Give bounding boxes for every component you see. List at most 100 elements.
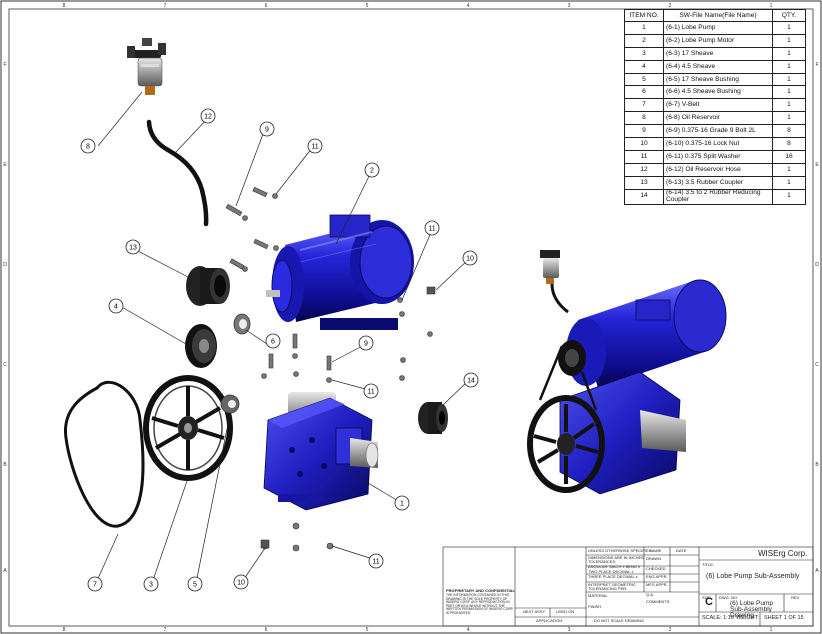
zone-number: 8	[63, 627, 66, 633]
callout-balloon-label: 8	[86, 144, 90, 151]
bom-file-name: (6-9) 0.375-16 Grade 9 Bolt 2L	[663, 124, 773, 139]
zone-letter: F	[3, 62, 6, 68]
bom-qty: 1	[772, 175, 806, 190]
callout-balloon-label: 5	[193, 582, 197, 589]
oil-reservoir	[127, 38, 166, 95]
zone-number: 3	[568, 627, 571, 633]
bom-item-no: 5	[624, 72, 664, 87]
callout-balloon: 10	[233, 574, 249, 590]
large-sheave	[143, 375, 233, 481]
tb-mfg-appr: MFG APPR.	[646, 582, 668, 587]
callout-balloon-label: 11	[428, 226, 435, 233]
tb-checked: CHECKED	[646, 566, 666, 571]
bom-header-name: SW-File Name(File Name)	[663, 9, 773, 22]
tb-used-on: USED ON	[556, 609, 575, 614]
bom-file-name: (6-8) Oil Reservoir	[663, 111, 773, 126]
zone-number: 5	[366, 3, 369, 9]
callout-balloon-label: 1	[400, 501, 404, 508]
bom-file-name: (6-10) 0.375-16 Lock Nut	[663, 137, 773, 151]
bom-file-name: (6-4) 4.5 Sheave	[663, 59, 773, 74]
bom-item-no: 11	[624, 149, 664, 164]
callout-balloon: 10	[462, 250, 478, 266]
bom-item-no: 9	[624, 124, 664, 139]
tb-size: C	[705, 596, 713, 608]
bom-item-no: 1	[624, 21, 664, 35]
tb-scale: SCALE: 1:10	[702, 615, 734, 621]
bom-qty: 1	[772, 59, 806, 74]
callout-balloon: 11	[363, 383, 379, 399]
tb-eng-appr: ENG APPR.	[646, 574, 668, 579]
callout-balloon-label: 4	[114, 304, 118, 311]
callout-balloon-label: 6	[271, 339, 275, 346]
tb-weight: WEIGHT:	[736, 615, 759, 621]
bom-qty: 1	[772, 111, 806, 126]
rubber-coupler	[186, 266, 230, 306]
callout-balloon: 3	[143, 576, 159, 592]
tb-col-name: NAME	[650, 548, 662, 553]
v-belt	[64, 380, 145, 528]
tb-title: (6) Lobe Pump Sub-Assembly	[706, 573, 800, 580]
callout-balloon: 13	[125, 239, 141, 255]
bom-qty: 1	[772, 21, 806, 35]
zone-number: 4	[467, 3, 470, 9]
bom-qty: 8	[772, 137, 806, 151]
tb-qa: Q.A.	[646, 592, 655, 597]
tb-interpret: INTERPRET GEOMETRIC TOLERANCING PER:	[588, 582, 636, 592]
tb-unless: UNLESS OTHERWISE SPECIFIED:	[588, 548, 653, 553]
callout-balloon-label: 11	[311, 144, 318, 151]
bom-item-no: 10	[624, 137, 664, 151]
bom-file-name: (6-12) Oil Reservoir Hose	[663, 162, 773, 177]
callout-balloon-label: 11	[372, 559, 379, 566]
lobe-pump	[263, 392, 379, 511]
zone-letter: D	[3, 262, 7, 268]
zone-letter: B	[3, 462, 7, 468]
bom-item-no: 6	[624, 85, 664, 100]
callout-balloon-label: 3	[149, 582, 153, 589]
tb-two-place: TWO PLACE DECIMAL ±	[588, 569, 634, 574]
bom-file-name: (6-11) 0.375 Split Washer	[663, 149, 773, 164]
zone-number: 7	[164, 627, 167, 633]
callout-balloon-label: 10	[237, 580, 245, 587]
bom-row: 14(6-14) 3.5 to 2 Rubber Reducing Couple…	[624, 188, 806, 205]
callout-balloon-label: 9	[265, 127, 269, 134]
tb-dwg-label: DWG. NO.	[719, 595, 739, 600]
tb-three-place: THREE PLACE DECIMAL ±	[588, 574, 638, 579]
callout-balloon: 6	[265, 333, 281, 349]
callout-balloon: 8	[80, 138, 96, 154]
bom-item-no: 13	[624, 175, 664, 190]
zone-letter: E	[815, 162, 819, 168]
tb-proprietary-body: THE INFORMATION CONTAINED IN THIS DRAWIN…	[446, 593, 514, 615]
zone-number: 8	[63, 3, 66, 9]
tb-sheet: SHEET 1 OF 15	[764, 615, 804, 621]
tb-tol: TOLERANCES:	[588, 559, 617, 564]
bom-qty: 1	[772, 188, 806, 205]
tb-do-not-scale: DO NOT SCALE DRAWING	[594, 618, 645, 623]
zone-letter: D	[815, 262, 819, 268]
bom-file-name: (6-1) Lobe Pump	[663, 21, 773, 35]
tb-dims: DIMENSIONS ARE IN INCHES	[588, 555, 644, 560]
callout-balloon: 7	[87, 576, 103, 592]
small-sheave-bushing	[233, 313, 251, 335]
large-sheave-bushing	[220, 394, 240, 414]
tb-comments: COMMENTS:	[646, 599, 671, 604]
bom-file-name: (6-6) 4.5 Sheave Bushing	[663, 85, 773, 100]
zone-number: 1	[770, 627, 773, 633]
title-block	[442, 546, 814, 627]
callout-balloon-label: 14	[467, 378, 475, 385]
bom-qty: 1	[772, 72, 806, 87]
bill-of-materials: ITEM NO. SW-File Name(File Name) QTY. 1(…	[624, 9, 806, 205]
zone-letter: A	[815, 568, 819, 574]
tb-finish: FINISH	[588, 604, 602, 609]
callout-balloon: 11	[307, 138, 323, 154]
bom-item-no: 4	[624, 59, 664, 74]
bom-item-no: 8	[624, 111, 664, 126]
